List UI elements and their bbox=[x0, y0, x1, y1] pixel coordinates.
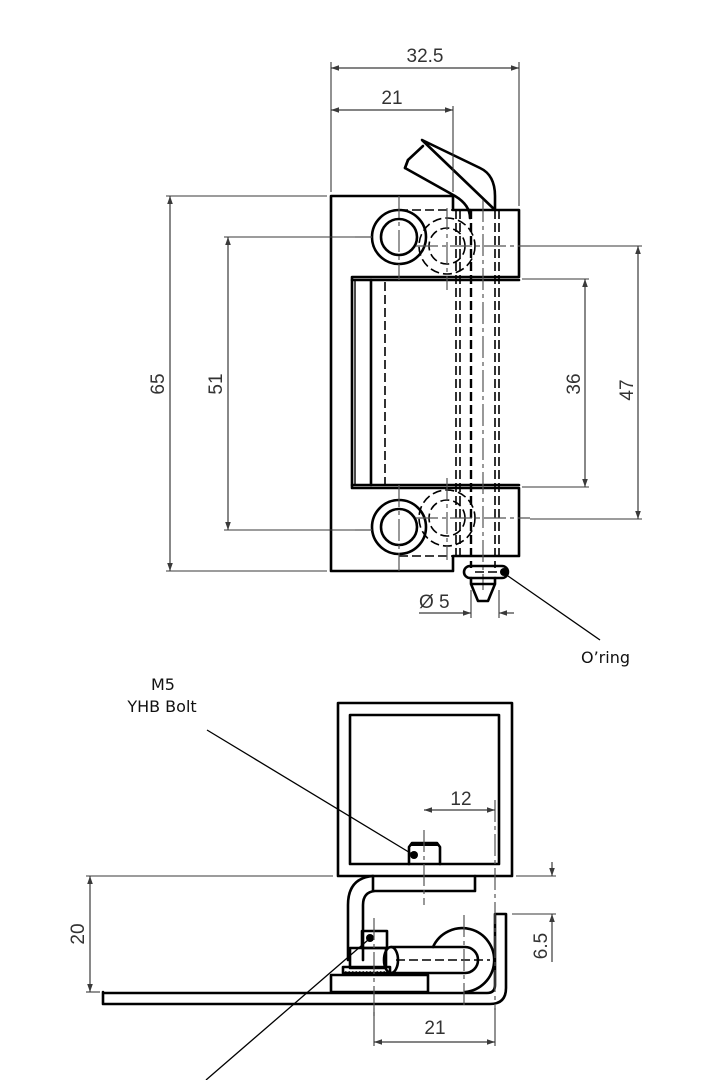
dim-label-hole-spacing: 51 bbox=[206, 373, 227, 394]
oring-dot bbox=[500, 568, 508, 576]
hole-top-inner bbox=[379, 217, 419, 257]
dim-label-pin-diameter: Ø 5 bbox=[419, 592, 450, 613]
l-bracket bbox=[346, 874, 477, 962]
front-view bbox=[329, 138, 530, 603]
oring-leader bbox=[507, 575, 601, 641]
dim-label-overall-height: 65 bbox=[148, 373, 169, 394]
dim-label-overall-width: 32.5 bbox=[407, 46, 444, 67]
bolt-leader bbox=[206, 729, 413, 855]
base-block bbox=[329, 973, 430, 994]
lever-arm bbox=[403, 138, 497, 220]
base-plate bbox=[101, 912, 508, 1006]
side-view-dimensions: 12 20 6.5 21 M5 YHB Bolt bbox=[68, 675, 556, 1080]
front-view-dimensions: 32.5 21 65 51 36 47 Ø 5 O’ bbox=[148, 46, 642, 667]
bolt-label-size: M5 bbox=[151, 675, 175, 694]
dim-label-base-width: 21 bbox=[424, 1018, 445, 1039]
pin-tip bbox=[469, 576, 497, 603]
bolt-dot bbox=[410, 851, 418, 859]
bolt-label-type: YHB Bolt bbox=[126, 697, 196, 716]
dim-label-height: 20 bbox=[68, 923, 89, 944]
dim-label-bolt-offset: 12 bbox=[450, 789, 471, 810]
dim-label-knuckle-span: 47 bbox=[617, 379, 638, 400]
side-view bbox=[101, 701, 514, 1020]
serrated-washer bbox=[341, 965, 392, 975]
oring-label: O’ring bbox=[581, 648, 630, 667]
dim-label-inner-gap: 36 bbox=[564, 373, 585, 394]
frame-outer bbox=[336, 701, 514, 878]
leaf-plate bbox=[329, 194, 521, 573]
nut-leader bbox=[205, 939, 369, 1080]
pin-curl bbox=[431, 926, 496, 994]
lever-tip bbox=[403, 158, 410, 170]
dim-label-step: 6.5 bbox=[531, 933, 552, 959]
dim-label-leaf-width: 21 bbox=[381, 88, 402, 109]
